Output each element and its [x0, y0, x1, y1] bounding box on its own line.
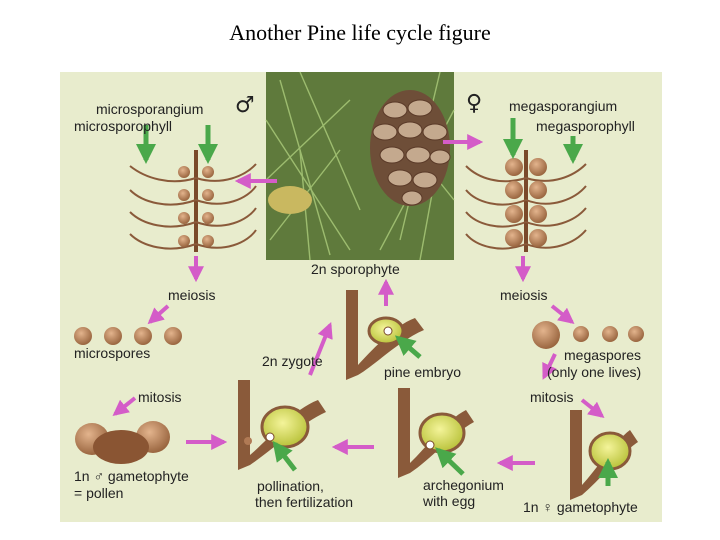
archegonium-label: archegonium [423, 477, 504, 493]
mitosis-right-label: mitosis [530, 389, 574, 405]
male-cone [129, 150, 257, 252]
with-egg-label: with egg [423, 493, 476, 509]
zygote-label: 2n zygote [262, 353, 323, 369]
embryo-ovule [346, 290, 424, 380]
female-cone [465, 150, 587, 252]
megasporangium-label: megasporangium [509, 98, 618, 114]
pollen-grain [75, 421, 170, 464]
female-gametophyte-ovule [570, 410, 638, 500]
microsporangium-label: microsporangium [96, 101, 204, 117]
female-symbol: ♀ [466, 91, 483, 116]
female-gametophyte-label: 1n ♀ gametophyte [523, 499, 638, 515]
megasporophyll-label: megasporophyll [536, 118, 635, 134]
pollen-label: = pollen [74, 485, 124, 501]
mitosis-left-label: mitosis [138, 389, 182, 405]
male-symbol: ♂ [235, 93, 255, 118]
megaspores-note: (only one lives) [547, 364, 642, 380]
pollination-label: pollination, [257, 478, 324, 494]
archegonium-ovule [398, 388, 474, 478]
pine-cone-photo [265, 71, 455, 261]
sporophyte-label: 2n sporophyte [311, 261, 400, 277]
meiosis-right-label: meiosis [500, 287, 548, 303]
slide-title: Another Pine life cycle figure [229, 20, 491, 45]
magenta-arrows [112, 134, 605, 471]
green-arrows [136, 118, 618, 486]
pollination-ovule [238, 380, 326, 470]
microspores-label: microspores [74, 345, 151, 361]
microsporophyll-label: microsporophyll [74, 118, 173, 134]
meiosis-left-label: meiosis [168, 287, 216, 303]
megaspores-label: megaspores [564, 347, 642, 363]
fertilization-label: then fertilization [255, 494, 354, 510]
male-gametophyte-label: 1n ♂ gametophyte [74, 468, 189, 484]
megaspores-row [532, 321, 644, 349]
pine-embryo-label: pine embryo [384, 364, 462, 380]
microspores-row [74, 327, 182, 345]
